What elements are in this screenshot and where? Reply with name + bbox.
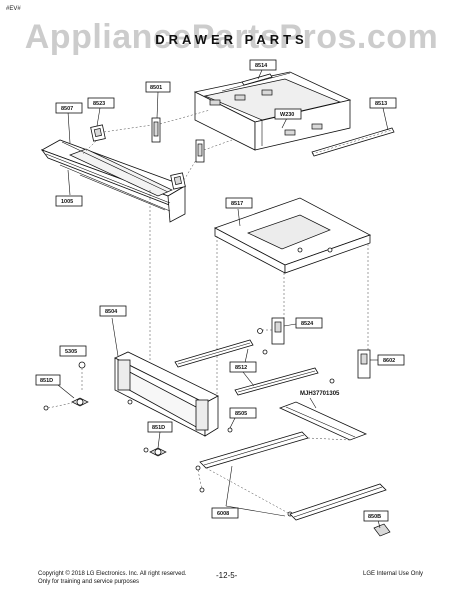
svg-text:8523: 8523 <box>93 101 105 107</box>
drawer-front-panel-part <box>40 139 186 223</box>
callout-8517: 8517 <box>225 197 253 209</box>
slide-rail-part <box>174 339 319 396</box>
corner-code: #EV# <box>6 6 21 12</box>
copyright-notice: Copyright © 2018 LG Electronics. Inc. Al… <box>38 570 187 586</box>
callout-8514: 8514 <box>249 59 277 71</box>
part-number-label: MJH37701305 <box>300 391 340 397</box>
copyright-line-1: Copyright © 2018 LG Electronics. Inc. Al… <box>38 571 187 577</box>
callout-8505: 8505 <box>229 407 257 419</box>
svg-text:8602: 8602 <box>383 358 395 364</box>
callout-8523: 8523 <box>87 97 115 109</box>
svg-text:8504: 8504 <box>105 309 118 315</box>
drawer-box-part <box>193 71 352 151</box>
callout-8524: 8524 <box>295 317 323 329</box>
svg-text:W230: W230 <box>280 112 294 118</box>
drawer-rail-part <box>311 107 395 157</box>
callout-850b: 850B <box>363 510 389 522</box>
callout-8513: 8513 <box>369 97 397 109</box>
callout-w230: W230 <box>274 108 302 120</box>
svg-text:1005: 1005 <box>61 199 73 205</box>
svg-text:8513: 8513 <box>375 101 387 107</box>
svg-text:851D: 851D <box>152 425 165 431</box>
drawer-base-part <box>214 197 371 274</box>
watermark: AppliancePartsPros.com <box>24 18 439 56</box>
page-number: -12-5- <box>216 571 238 580</box>
copyright-line-2: Only for training and service purposes <box>38 579 140 585</box>
callout-1005: 1005 <box>55 195 83 207</box>
svg-text:8512: 8512 <box>235 365 247 371</box>
callout-5305: 5305 <box>59 345 87 357</box>
svg-text:8517: 8517 <box>231 201 243 207</box>
bracket-8524-part <box>257 317 297 345</box>
svg-text:850B: 850B <box>368 514 381 520</box>
callout-8507: 8507 <box>55 102 83 114</box>
screw-parts <box>43 349 391 537</box>
callout-8602: 8602 <box>377 354 405 366</box>
callout-8512: 8512 <box>229 361 257 373</box>
callout-851d-left: 851D <box>35 374 61 386</box>
callout-6008: 6008 <box>211 507 239 519</box>
page-title: DRAWER PARTS <box>155 32 308 47</box>
svg-text:8505: 8505 <box>235 411 247 417</box>
callout-8501: 8501 <box>145 81 171 93</box>
bracket-8602-part <box>357 349 378 379</box>
internal-use-notice: LGE Internal Use Only <box>363 571 424 577</box>
svg-text:8514: 8514 <box>255 63 268 69</box>
svg-text:8501: 8501 <box>150 85 162 91</box>
svg-text:8507: 8507 <box>61 106 73 112</box>
svg-text:5305: 5305 <box>65 349 77 355</box>
svg-text:8524: 8524 <box>301 321 314 327</box>
svg-text:851D: 851D <box>40 378 53 384</box>
callout-8504: 8504 <box>99 305 127 317</box>
callout-851d-bottom: 851D <box>147 421 173 433</box>
floor-rail-parts <box>199 397 387 521</box>
svg-text:6008: 6008 <box>217 511 229 517</box>
drawer-frame-part <box>111 317 219 437</box>
